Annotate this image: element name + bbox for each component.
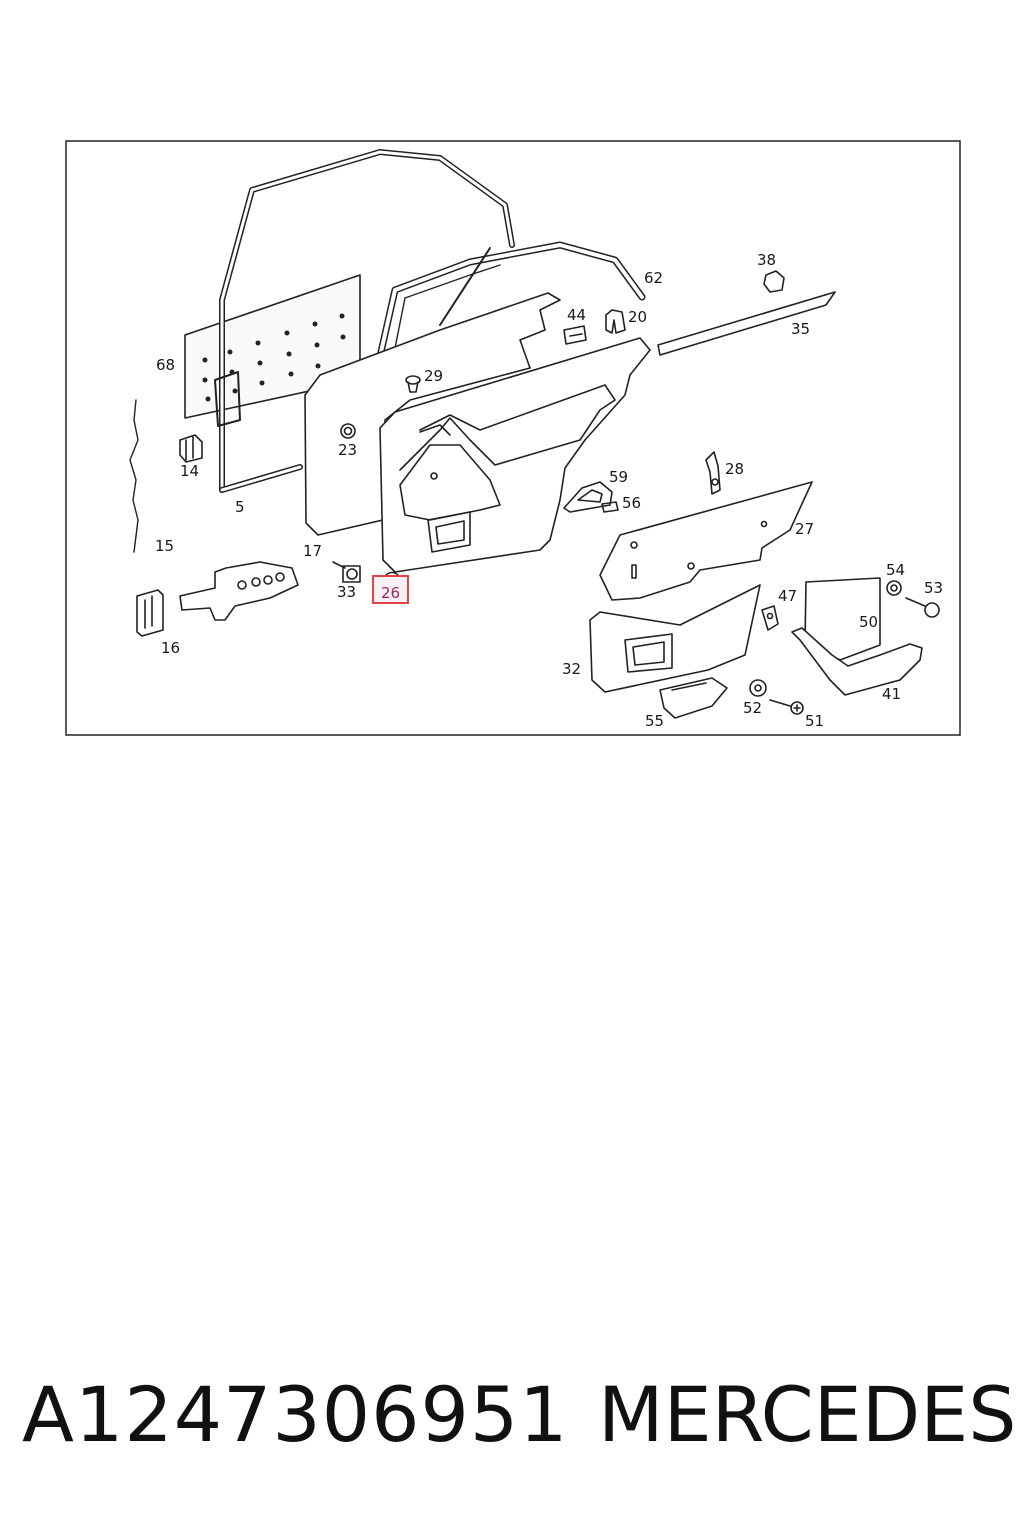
part-26-door-trim-panel: [379, 337, 651, 573]
label-47: 47: [778, 587, 797, 605]
door-lock-mechanism: [179, 561, 299, 621]
label-68: 68: [156, 356, 175, 374]
label-29: 29: [424, 367, 443, 385]
part-number: A1247306951: [22, 1370, 569, 1459]
label-23: 23: [338, 441, 357, 459]
label-55: 55: [645, 712, 664, 730]
label-15: 15: [155, 537, 174, 555]
label-26: 26: [381, 584, 400, 602]
label-38: 38: [757, 251, 776, 269]
label-53: 53: [924, 579, 943, 597]
highlight-box: [372, 575, 409, 604]
part-labels: 68 14 5 15 16 17 23 29 33 26 44 20 62 38…: [155, 251, 943, 730]
part-53-screw: [905, 597, 940, 618]
label-52: 52: [743, 699, 762, 717]
part-35-trim-strip: [657, 291, 836, 356]
part-55-pocket: [659, 677, 728, 719]
label-17: 17: [303, 542, 322, 560]
part-56-clip: [601, 501, 619, 513]
part-17-panel-backing: [304, 292, 561, 536]
label-16: 16: [161, 639, 180, 657]
label-28: 28: [725, 460, 744, 478]
part-16-block: [136, 589, 164, 637]
part-44-clip: [563, 325, 587, 345]
part-5-door-seal: [214, 149, 515, 493]
part-20-clip: [605, 309, 626, 334]
part-62-window-channel: [368, 241, 646, 396]
part-52-washer: [749, 679, 767, 697]
part-14-clip: [179, 434, 203, 463]
label-27: 27: [795, 520, 814, 538]
footer: A1247306951 MERCEDES: [0, 1370, 1024, 1480]
part-29-clip: [405, 375, 421, 393]
part-27-upper-trim: [599, 481, 813, 601]
part-59-escutcheon: [563, 481, 613, 513]
part-26-clip: [385, 571, 399, 576]
part-33-screw: [332, 561, 361, 583]
label-14: 14: [180, 462, 199, 480]
label-62: 62: [644, 269, 663, 287]
part-28-bracket: [705, 451, 721, 495]
part-47-clip: [761, 605, 779, 631]
label-32: 32: [562, 660, 581, 678]
parts-diagram: 68 14 5 15 16 17 23 29 33 26 44 20 62 38…: [65, 140, 961, 736]
label-51: 51: [805, 712, 824, 730]
label-5: 5: [235, 498, 245, 516]
label-20: 20: [628, 308, 647, 326]
part-54-washer: [886, 580, 902, 596]
brand-name: MERCEDES: [598, 1370, 1017, 1459]
part-41-armrest: [791, 577, 923, 696]
part-15-rod: [129, 399, 139, 553]
part-32-lower-trim: [589, 584, 761, 693]
part-38-nut: [763, 270, 785, 293]
label-56: 56: [622, 494, 641, 512]
label-33: 33: [337, 583, 356, 601]
part-51-screw: [769, 699, 804, 715]
part-23-grommet: [340, 423, 356, 439]
label-54: 54: [886, 561, 905, 579]
label-35: 35: [791, 320, 810, 338]
label-50: 50: [859, 613, 878, 631]
label-59: 59: [609, 468, 628, 486]
label-44: 44: [567, 306, 586, 324]
label-41: 41: [882, 685, 901, 703]
